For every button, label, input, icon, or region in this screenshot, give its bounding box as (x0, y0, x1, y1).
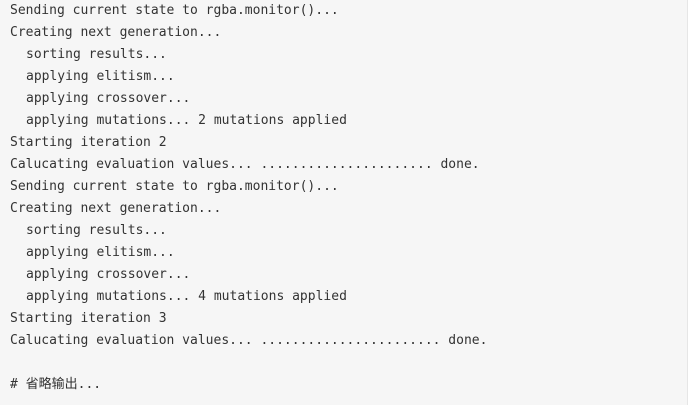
console-line: applying elitism... (26, 245, 175, 260)
console-line: sorting results... (26, 223, 167, 238)
console-line: applying crossover... (26, 267, 191, 282)
console-line-blank (10, 352, 677, 374)
console-line: applying mutations... 4 mutations applie… (26, 289, 347, 304)
console-line: applying mutations... 2 mutations applie… (26, 113, 347, 128)
console-line: applying elitism... (26, 69, 175, 84)
console-line: Creating next generation... (10, 201, 222, 216)
console-lines: Sending current state to rgba.monitor().… (10, 0, 677, 396)
console-line: Calucating evaluation values... ........… (10, 157, 480, 172)
console-line: Starting iteration 2 (10, 135, 167, 150)
console-line: sorting results... (26, 47, 167, 62)
console-line: applying crossover... (26, 91, 191, 106)
console-line: Sending current state to rgba.monitor().… (10, 3, 339, 18)
console-line: Starting iteration 3 (10, 311, 167, 326)
console-comment-line: # 省略输出... (10, 377, 102, 392)
console-line: Creating next generation... (10, 25, 222, 40)
console-line: Sending current state to rgba.monitor().… (10, 179, 339, 194)
console-line: Calucating evaluation values... ........… (10, 333, 488, 348)
